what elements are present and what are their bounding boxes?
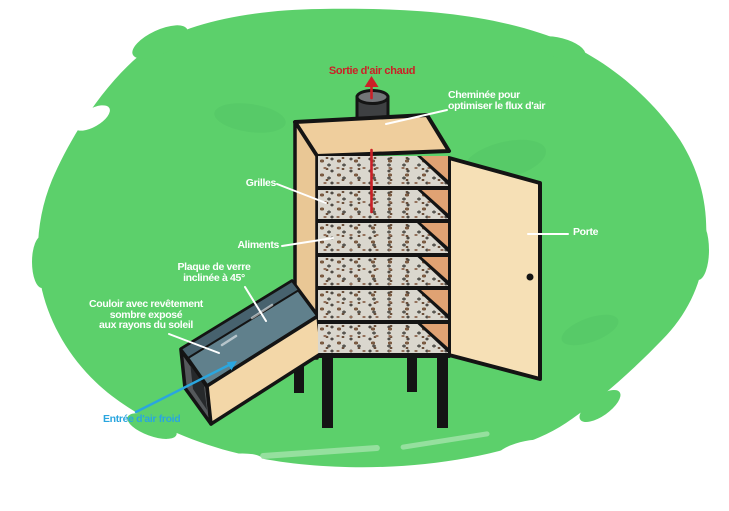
label-chimney: Cheminée pour optimiser le flux d'air xyxy=(448,89,546,112)
drying-tray-row xyxy=(318,323,448,353)
door-knob xyxy=(526,273,534,281)
drying-tray-row xyxy=(318,290,448,324)
cabinet-leg xyxy=(294,358,304,393)
label-glass-plate: Plaque de verre inclinée à 45° xyxy=(177,261,251,284)
drying-tray-row xyxy=(318,189,448,223)
label-cold-air-in: Entrée d'air froid xyxy=(103,413,181,425)
label-grilles: Grilles xyxy=(245,177,277,189)
label-door: Porte xyxy=(573,226,599,238)
cabinet-door xyxy=(447,156,542,381)
label-aliments: Aliments xyxy=(237,239,279,251)
drying-tray-row xyxy=(318,223,448,257)
cabinet-leg xyxy=(437,350,448,428)
drying-tray-row xyxy=(318,256,448,290)
label-corridor: Couloir avec revêtement sombre exposé au… xyxy=(89,298,203,332)
chimney-opening xyxy=(355,89,390,105)
tray-stack xyxy=(318,156,448,353)
cabinet-leg xyxy=(322,350,333,428)
label-hot-air-out: Sortie d'air chaud xyxy=(328,65,416,77)
cabinet-top-face xyxy=(293,113,451,158)
cabinet-leg xyxy=(407,350,417,392)
cabinet-legs xyxy=(294,350,448,428)
drying-tray-row xyxy=(318,156,448,190)
